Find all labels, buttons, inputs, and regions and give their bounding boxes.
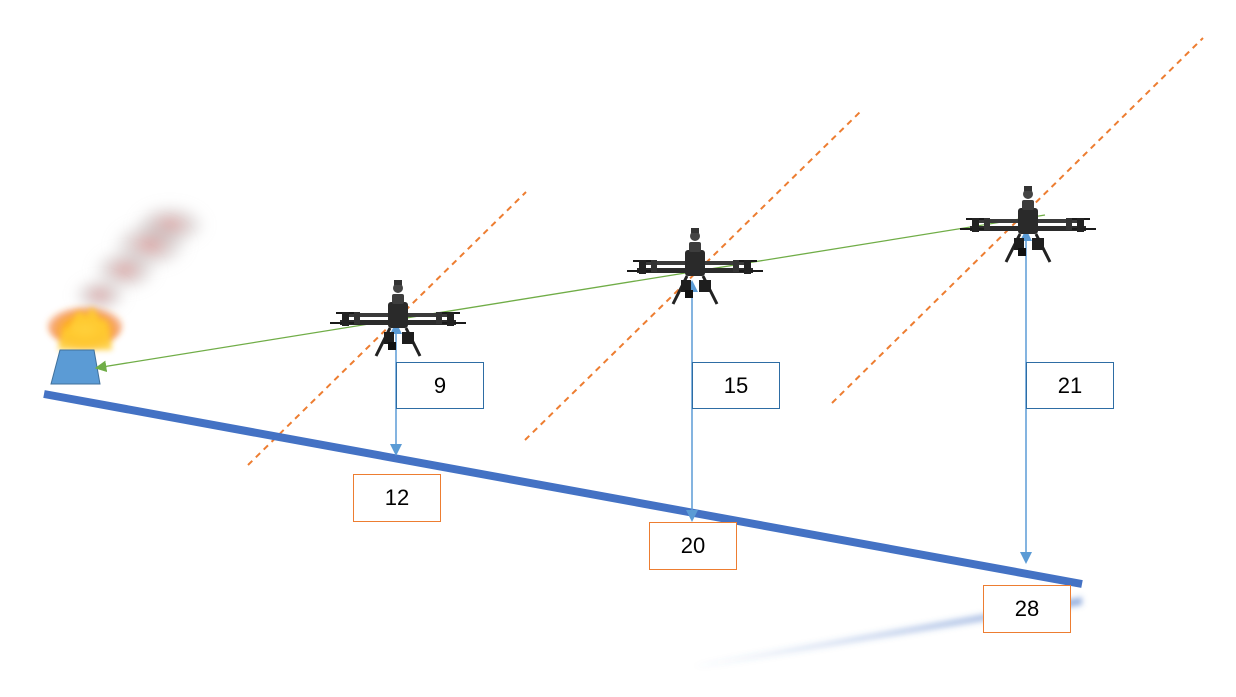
drone-icon — [328, 278, 468, 358]
ground-label-2: 20 — [649, 522, 737, 570]
height-label-3: 21 — [1026, 362, 1114, 409]
fire-icon — [47, 203, 208, 350]
ground-label-1: 12 — [353, 474, 441, 522]
target-base-icon — [50, 349, 101, 385]
ground-line — [43, 390, 1083, 588]
height-label-1: 9 — [396, 362, 484, 409]
dashed-line-3 — [831, 37, 1204, 404]
height-label-2: 15 — [692, 362, 780, 409]
drone-icon — [625, 226, 765, 306]
dashed-line-1 — [247, 191, 527, 466]
sightline — [94, 214, 1046, 373]
ground-label-3: 28 — [983, 585, 1071, 633]
drone-icon — [958, 184, 1098, 264]
